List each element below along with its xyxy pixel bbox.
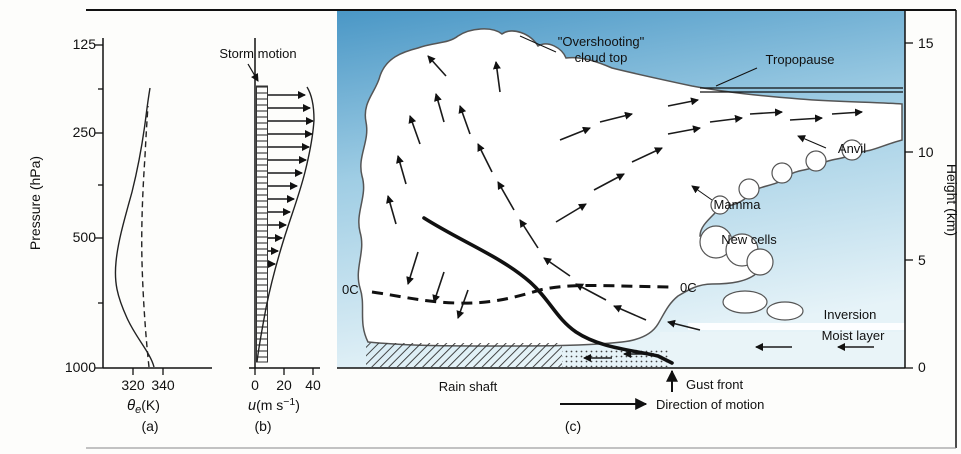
height-axis-label: Height (km) <box>944 164 960 236</box>
anvil-arrow <box>797 135 827 149</box>
anvil-label: Anvil <box>838 141 866 156</box>
wind-tick-label: 20 <box>276 377 292 393</box>
cumulonimbus-cloud <box>357 28 903 347</box>
inversion-band <box>688 323 905 330</box>
theta-axis-label: θe(K) <box>127 397 160 416</box>
wind-axis-label: u(m s−1) <box>248 396 300 414</box>
pressure-axis-label: Pressure (hPa) <box>27 156 43 250</box>
panel-a-letter: (a) <box>141 418 158 434</box>
rain-shaft-label: Rain shaft <box>439 379 498 394</box>
wind-profile-panel: 0 20 40 u(m s−1) Storm motion <box>219 38 321 434</box>
new-cell-clouds <box>699 225 804 321</box>
theta-e-dashed-curve <box>141 105 150 368</box>
zero-c-left-label: 0C <box>342 282 359 297</box>
pressure-tick-label: 125 <box>73 36 97 52</box>
wind-arrows <box>268 91 314 268</box>
storm-motion-label: Storm motion <box>219 46 296 61</box>
gust-front-line <box>422 216 674 365</box>
flow-arrows <box>386 55 874 362</box>
height-tick-label: 10 <box>918 144 934 160</box>
theta-e-panel: 125 250 500 1000 Pressure (hPa) 320 340 … <box>27 36 212 434</box>
outflow-stipple <box>562 350 670 367</box>
panel-b-letter: (b) <box>254 418 271 434</box>
zero-c-right-label: 0C <box>680 280 697 295</box>
pressure-tick-label: 1000 <box>65 359 96 375</box>
mamma-label: Mamma <box>714 197 762 212</box>
pressure-tick-label: 500 <box>73 229 97 245</box>
panel-c-letter: (c) <box>565 418 581 434</box>
theta-tick-label: 320 <box>121 377 145 393</box>
tropopause-label: Tropopause <box>766 52 835 67</box>
wind-tick-label: 0 <box>251 377 259 393</box>
overshooting-pointer <box>519 35 557 53</box>
storm-motion-bar <box>256 85 268 363</box>
wind-axis-ticks <box>254 368 314 375</box>
height-tick-label: 5 <box>918 252 926 268</box>
inversion-label: Inversion <box>824 307 877 322</box>
pressure-axis-ticks <box>95 44 164 375</box>
height-tick-label: 15 <box>918 35 934 51</box>
zero-degree-line <box>371 284 673 305</box>
overshooting-label-line2: cloud top <box>575 50 628 65</box>
tropopause-line <box>700 87 903 93</box>
overshooting-label-line1: "Overshooting" <box>558 34 645 49</box>
theta-e-solid-curve <box>114 87 155 368</box>
mamma-pouches <box>710 139 863 215</box>
rain-shaft-hatch <box>366 343 562 367</box>
tropopause-pointer <box>715 67 758 87</box>
mamma-arrow <box>691 185 713 201</box>
moist-layer-band <box>660 332 905 368</box>
pressure-tick-label: 250 <box>73 124 97 140</box>
moist-layer-label: Moist layer <box>822 328 886 343</box>
new-cells-label: New cells <box>721 232 777 247</box>
figure-frame <box>86 9 957 449</box>
storm-cross-section-panel: 15 10 5 0 Height (km) "Overshooting" clo… <box>337 11 960 434</box>
height-axis-ticks <box>905 42 913 369</box>
wind-tick-label: 40 <box>305 377 321 393</box>
theta-tick-label: 340 <box>151 377 175 393</box>
direction-of-motion-label: Direction of motion <box>656 397 764 412</box>
gust-front-label: Gust front <box>686 377 743 392</box>
height-tick-label: 0 <box>918 359 926 375</box>
storm-motion-pointer <box>247 63 259 82</box>
